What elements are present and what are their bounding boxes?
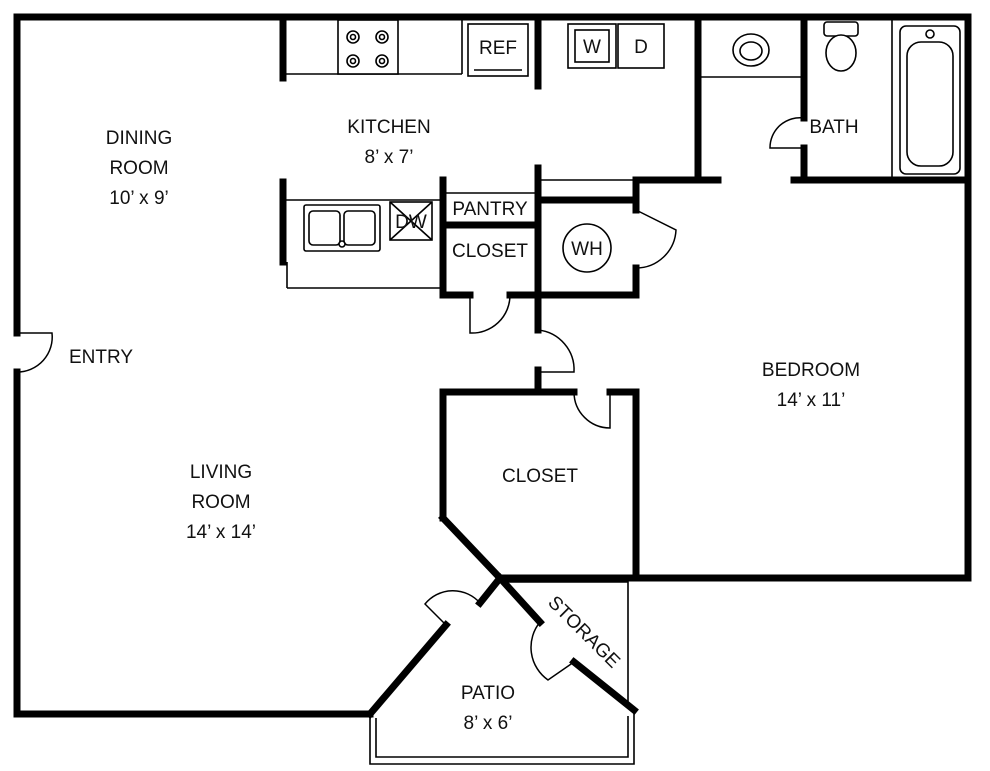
patio-label: PATIO: [461, 683, 515, 704]
bedroom-door[interactable]: [537, 329, 575, 373]
stove: [337, 19, 399, 75]
room-labels: DINING ROOM 10’ x 9’ KITCHEN 8’ x 7’ BAT…: [69, 117, 860, 734]
bath-door[interactable]: [769, 116, 805, 149]
refrigerator-label: REF: [479, 38, 517, 59]
kitchen-sink: [303, 204, 381, 252]
dryer: D: [617, 23, 665, 69]
dining-room-label: DINING: [106, 128, 173, 149]
storage-line: [500, 581, 629, 704]
water-heater-label: WH: [571, 239, 603, 260]
storage-label: STORAGE: [543, 592, 623, 672]
fixtures: REF W D: [303, 19, 961, 273]
walls: [13, 13, 972, 719]
kitchen-label: KITCHEN: [347, 117, 430, 138]
dining-room-label-2: ROOM: [109, 158, 168, 179]
pantry-label: PANTRY: [452, 199, 528, 220]
refrigerator: REF: [467, 23, 529, 77]
vanity-sink: [732, 33, 770, 67]
washer: W: [567, 23, 617, 69]
wall-closet-diagonal: [438, 513, 505, 583]
washer-label: W: [583, 37, 601, 58]
water-heater: WH: [562, 223, 612, 273]
living-room-label-2: ROOM: [191, 492, 250, 513]
wall-storage-diagonal-lower: [569, 657, 639, 715]
dining-room-size: 10’ x 9’: [109, 188, 169, 209]
entry-door[interactable]: [16, 332, 53, 373]
living-room-label: LIVING: [190, 462, 252, 483]
toilet: [823, 21, 859, 72]
bathtub: [899, 25, 961, 175]
patio-door[interactable]: [423, 590, 481, 626]
bath-label: BATH: [809, 117, 858, 138]
living-room-size: 14’ x 14’: [186, 522, 256, 543]
wall-storage-diagonal-upper: [495, 573, 545, 627]
patio-size: 8’ x 6’: [464, 713, 513, 734]
closet-bedroom-label: CLOSET: [502, 466, 578, 487]
closet-hall-door[interactable]: [469, 294, 511, 334]
closet-hall-label: CLOSET: [452, 241, 528, 262]
doors: [16, 116, 805, 681]
wall-patio-door-top: [475, 573, 505, 608]
patio-rail-outer: [369, 710, 635, 765]
patio-rail-inner: [375, 716, 629, 758]
dishwasher: DW: [389, 201, 433, 241]
dishwasher-label: DW: [395, 212, 427, 233]
wall-hall-right: [694, 13, 722, 184]
entry-label: ENTRY: [69, 347, 133, 368]
dryer-label: D: [634, 37, 648, 58]
thin-lines: [283, 17, 893, 765]
wh-door[interactable]: [635, 209, 677, 269]
storage-door[interactable]: [530, 621, 575, 681]
bedroom-label: BEDROOM: [762, 360, 860, 381]
wall-living-diagonal: [365, 620, 451, 719]
closet-bedroom-door[interactable]: [573, 391, 611, 429]
kitchen-size: 8’ x 7’: [365, 147, 414, 168]
bedroom-size: 14’ x 11’: [777, 390, 846, 411]
